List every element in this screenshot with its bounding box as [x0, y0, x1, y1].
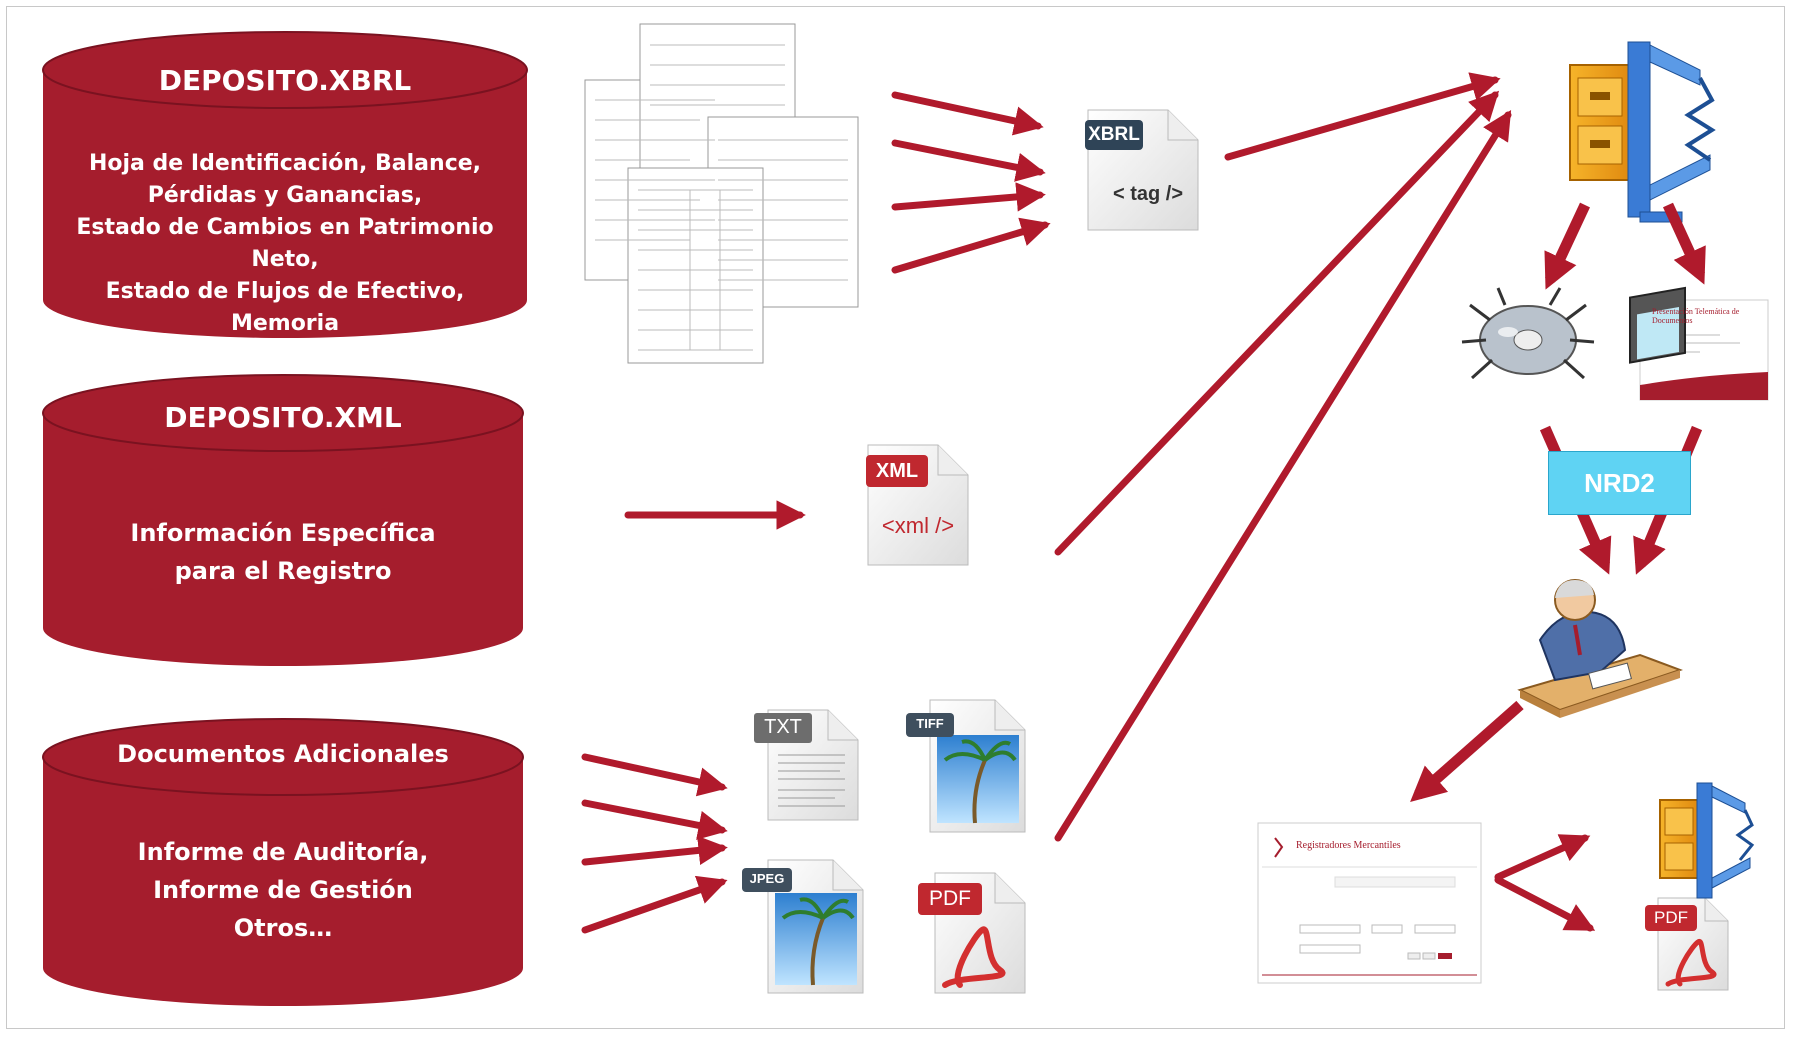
cylinder-title-xml: DEPOSITO.XML — [164, 401, 402, 434]
arrow-web-pdf — [1494, 876, 1596, 932]
cylinder-line: Memoria — [230, 311, 340, 336]
cylinder-title-xbrl: DEPOSITO.XBRL — [158, 64, 412, 97]
arrow-doc-txt-2 — [581, 799, 728, 840]
document-preview-title: Presentación Telemática de Documentos — [1652, 307, 1740, 325]
compress-archive-icon — [1569, 41, 1716, 223]
web-page-title: Registradores Mercantiles — [1296, 840, 1401, 851]
arrow-xml-zip — [1054, 90, 1500, 556]
cylinder-line: para el Registro — [174, 557, 392, 585]
web-page-preview — [1257, 822, 1482, 984]
arrow-person-web — [1410, 700, 1524, 802]
arrow-doc-txt-3 — [581, 835, 728, 866]
arrow-web-zip — [1494, 834, 1591, 881]
arrow-form-xbrl-3 — [891, 182, 1046, 212]
pdf-label: PDF — [929, 887, 971, 910]
arrow-zip-disc — [1544, 202, 1590, 290]
cylinder-line: Hoja de Identificación, Balance, — [88, 151, 482, 176]
cylinder-title-documentos: Documentos Adicionales — [117, 740, 449, 768]
form-documents-stack — [584, 23, 859, 364]
xml-tag-text: <xml /> — [881, 513, 955, 538]
cylinder-line: Informe de Gestión — [153, 876, 413, 904]
jpeg-label: JPEG — [749, 871, 785, 886]
cylinder-line: Información Específica — [130, 519, 436, 547]
cylinder-line: Estado de Flujos de Efectivo, — [105, 279, 465, 304]
arrow-form-xbrl-4 — [891, 217, 1051, 274]
tiff-label: TIFF — [916, 716, 944, 731]
diagram-frame — [6, 6, 1785, 1029]
registrar-person-icon — [1517, 286, 1686, 718]
arrow-zip-doc — [1662, 202, 1706, 285]
xbrl-label: XBRL — [1088, 124, 1140, 145]
cylinder-body-documentos: Informe de Auditoría, Informe de Gestión… — [43, 833, 523, 947]
xbrl-tag-text: < tag /> — [1112, 183, 1184, 205]
arrow-xbrl-zip — [1224, 72, 1501, 161]
compress-archive-small-icon — [1659, 782, 1755, 899]
pdf-file-icon — [918, 872, 1026, 994]
arrow-doc-txt-4 — [581, 875, 728, 934]
cylinder-body-xml: Información Específica para el Registro — [43, 514, 523, 590]
xml-label: XML — [875, 460, 919, 482]
cylinder-deposito-xml — [42, 374, 524, 666]
cylinder-line: Informe de Auditoría, — [137, 838, 429, 866]
txt-file-icon — [754, 709, 859, 821]
arrow-form-xbrl-1 — [891, 91, 1044, 136]
arrow-form-xbrl-2 — [891, 139, 1046, 182]
nrd2-box: NRD2 — [1548, 451, 1691, 515]
arrow-docs-zip — [1054, 110, 1512, 842]
cylinder-deposito-xbrl — [42, 31, 528, 338]
cylinder-line: Estado de Cambios en Patrimonio Neto, — [76, 215, 494, 272]
xml-file-icon — [866, 444, 969, 566]
pdf-small-file-icon — [1645, 897, 1729, 991]
cylinder-line: Pérdidas y Ganancias, — [147, 183, 423, 208]
disc-bug-icon — [1461, 287, 1595, 380]
cylinder-documentos-adicionales — [42, 718, 524, 1006]
pdf-small-label: PDF — [1654, 908, 1688, 927]
cylinder-line: Otros… — [233, 914, 333, 942]
arrows — [581, 72, 1596, 934]
jpeg-image-file-icon — [742, 859, 864, 994]
xbrl-file-icon — [1085, 109, 1199, 231]
cylinder-body-xbrl: Hoja de Identificación, Balance, Pérdida… — [43, 148, 527, 340]
arrow-doc-txt-1 — [581, 753, 728, 797]
txt-label: TXT — [764, 716, 802, 738]
tiff-image-file-icon — [906, 699, 1026, 833]
